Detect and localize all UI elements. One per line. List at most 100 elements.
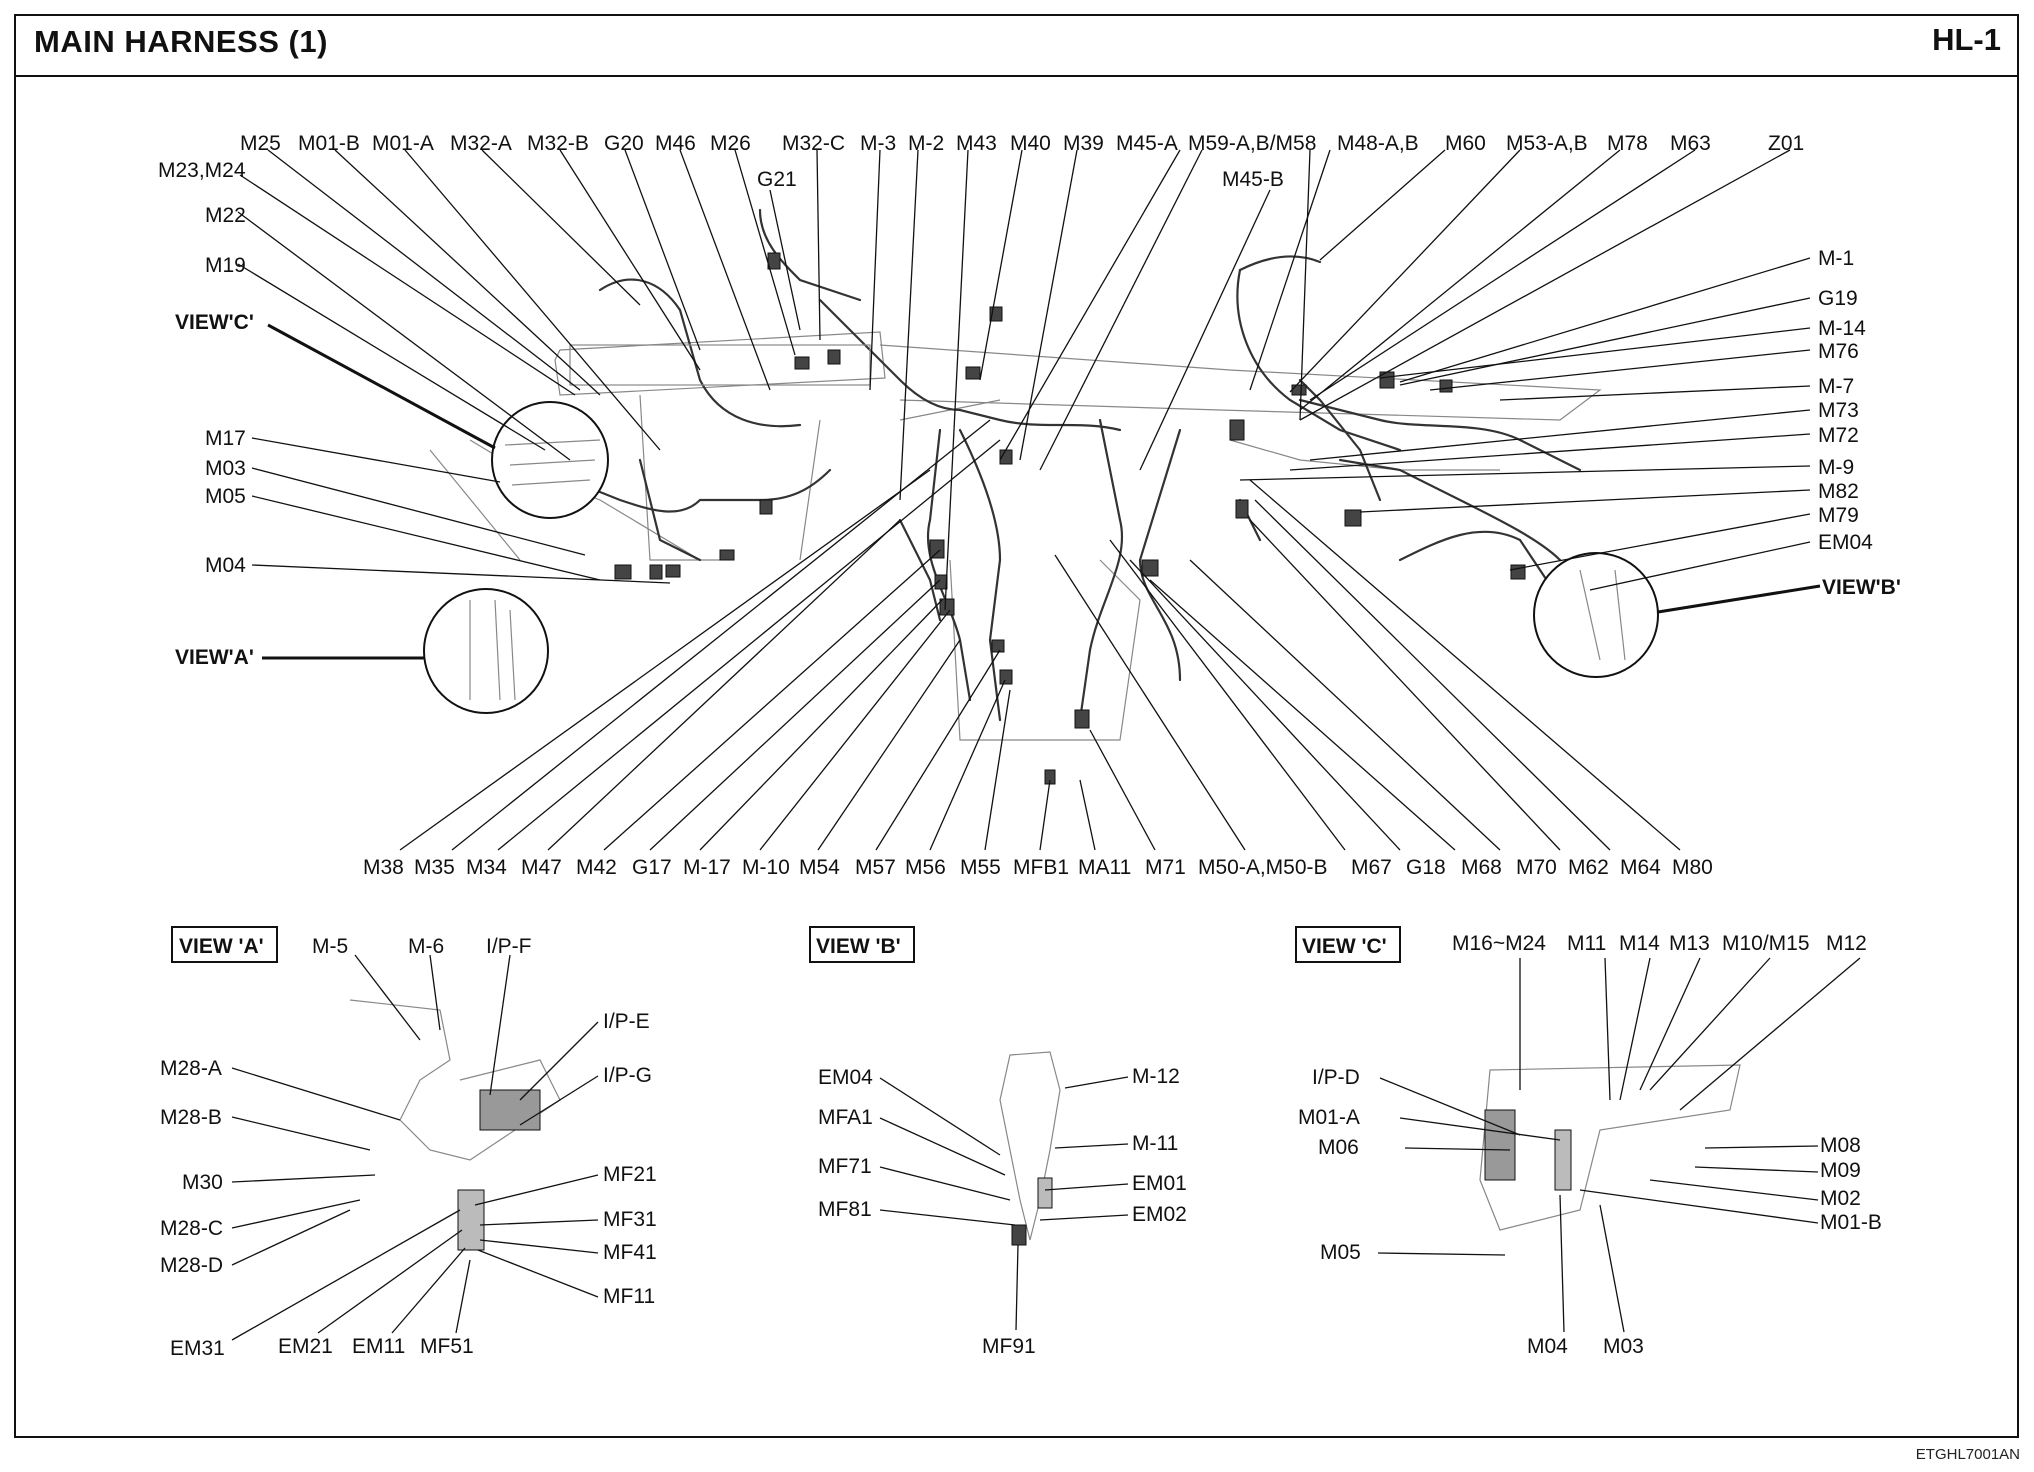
view-b-em04: EM04	[818, 1066, 873, 1089]
view-c-m13: M13	[1669, 932, 1710, 955]
right-labels: M-1 G19 M-14 M76 M-7 M73 M72 M-9 M82 M79…	[1818, 247, 1901, 599]
label-m53-ab: M53-A,B	[1506, 132, 1588, 155]
view-c-ip-d: I/P-D	[1312, 1066, 1360, 1089]
view-c-m10-m15: M10/M15	[1722, 932, 1810, 955]
label-m63: M63	[1670, 132, 1711, 155]
top-labels: M25 M01-B M01-A M32-A M32-B G20 M46 M26 …	[158, 132, 1804, 334]
view-c-m08: M08	[1820, 1134, 1861, 1157]
label-m32-a: M32-A	[450, 132, 512, 155]
label-m55: M55	[960, 856, 1001, 879]
label-m32-c: M32-C	[782, 132, 845, 155]
label-g20: G20	[604, 132, 644, 155]
label-m80: M80	[1672, 856, 1713, 879]
view-c-m01-a: M01-A	[1298, 1106, 1360, 1129]
label-m47: M47	[521, 856, 562, 879]
view-b-mf91: MF91	[982, 1335, 1036, 1358]
label-em04: EM04	[1818, 531, 1873, 554]
label-m17: M17	[205, 427, 246, 450]
label-m67: M67	[1351, 856, 1392, 879]
label-m04: M04	[205, 554, 246, 577]
label-m56: M56	[905, 856, 946, 879]
page-id: HL-1	[1932, 22, 2001, 57]
label-m-7: M-7	[1818, 375, 1854, 398]
view-a-m30: M30	[182, 1171, 223, 1194]
view-c-m12: M12	[1826, 932, 1867, 955]
label-m54: M54	[799, 856, 840, 879]
view-b-mf71: MF71	[818, 1155, 872, 1178]
label-m-3: M-3	[860, 132, 896, 155]
view-c-m01-b: M01-B	[1820, 1211, 1882, 1234]
view-b-mf81: MF81	[818, 1198, 872, 1221]
label-m-9: M-9	[1818, 456, 1854, 479]
view-a-m28-c: M28-C	[160, 1217, 223, 1240]
label-m05: M05	[205, 485, 246, 508]
label-m40: M40	[1010, 132, 1051, 155]
view-b-mfa1: MFA1	[818, 1106, 873, 1129]
label-m68: M68	[1461, 856, 1502, 879]
label-m19: M19	[205, 254, 246, 277]
label-m25: M25	[240, 132, 281, 155]
view-a-mf21: MF21	[603, 1163, 657, 1186]
view-a-ip-g: I/P-G	[603, 1064, 652, 1087]
view-c-m03: M03	[1603, 1335, 1644, 1358]
view-c-m02: M02	[1820, 1187, 1861, 1210]
view-a-m28-d: M28-D	[160, 1254, 223, 1277]
label-g21: G21	[757, 168, 797, 191]
label-m23-m24: M23,M24	[158, 159, 246, 182]
view-a-ip-f: I/P-F	[486, 935, 532, 958]
label-m01-b: M01-B	[298, 132, 360, 155]
view-c-circle	[491, 401, 609, 519]
view-c-m16-m24: M16~M24	[1452, 932, 1546, 955]
label-m82: M82	[1818, 480, 1859, 503]
label-m34: M34	[466, 856, 507, 879]
view-a-m28-b: M28-B	[160, 1106, 222, 1129]
label-m22: M22	[205, 204, 246, 227]
label-m60: M60	[1445, 132, 1486, 155]
label-m-14: M-14	[1818, 317, 1866, 340]
title-bar: MAIN HARNESS (1) HL-1	[14, 14, 2019, 77]
view-c-title: VIEW 'C'	[1302, 935, 1387, 958]
right-leaders	[1239, 257, 1811, 591]
view-b-panel: VIEW 'B' EM04 MFA1 MF71 MF81 MF91 M-12 M…	[809, 926, 1187, 1358]
view-a-mf31: MF31	[603, 1208, 657, 1231]
view-c-m06: M06	[1318, 1136, 1359, 1159]
left-labels: M17 M03 M05 M04 VIEW'A'	[175, 427, 254, 669]
label-m48-ab: M48-A,B	[1337, 132, 1419, 155]
label-m35: M35	[414, 856, 455, 879]
label-m26: M26	[710, 132, 751, 155]
label-g18: G18	[1406, 856, 1446, 879]
bottom-labels: M38 M35 M34 M47 M42 G17 M-17 M-10 M54 M5…	[363, 856, 1713, 879]
harness-drawing	[429, 208, 1602, 785]
label-m42: M42	[576, 856, 617, 879]
label-m57: M57	[855, 856, 896, 879]
view-b-m-12: M-12	[1132, 1065, 1180, 1088]
bottom-leaders	[399, 419, 1681, 851]
view-c-m11: M11	[1567, 932, 1606, 955]
view-c-m04: M04	[1527, 1335, 1568, 1358]
label-ma11: MA11	[1078, 856, 1131, 879]
label-m-1: M-1	[1818, 247, 1854, 270]
view-b-pointer-label: VIEW'B'	[1822, 576, 1901, 599]
view-a-m-6: M-6	[408, 935, 444, 958]
label-m45-b: M45-B	[1222, 168, 1284, 191]
view-b-circle	[1533, 552, 1659, 678]
label-g17: G17	[632, 856, 672, 879]
label-m78: M78	[1607, 132, 1648, 155]
label-m50-ab: M50-A,M50-B	[1198, 856, 1328, 879]
label-m59-m58: M59-A,B/M58	[1188, 132, 1316, 155]
label-m38: M38	[363, 856, 404, 879]
label-m45-a: M45-A	[1116, 132, 1178, 155]
label-m32-b: M32-B	[527, 132, 589, 155]
document-id: ETGHL7001AN	[1915, 1446, 2020, 1463]
view-a-mf11: MF11	[603, 1285, 655, 1308]
label-m64: M64	[1620, 856, 1661, 879]
page-title: MAIN HARNESS (1)	[34, 24, 328, 59]
label-m72: M72	[1818, 424, 1859, 447]
view-b-em01: EM01	[1132, 1172, 1187, 1195]
view-b-title: VIEW 'B'	[816, 935, 901, 958]
label-m39: M39	[1063, 132, 1104, 155]
label-z01: Z01	[1768, 132, 1804, 155]
view-a-circle	[423, 588, 549, 714]
label-mfb1: MFB1	[1013, 856, 1069, 879]
view-b-m-11: M-11	[1132, 1132, 1178, 1155]
